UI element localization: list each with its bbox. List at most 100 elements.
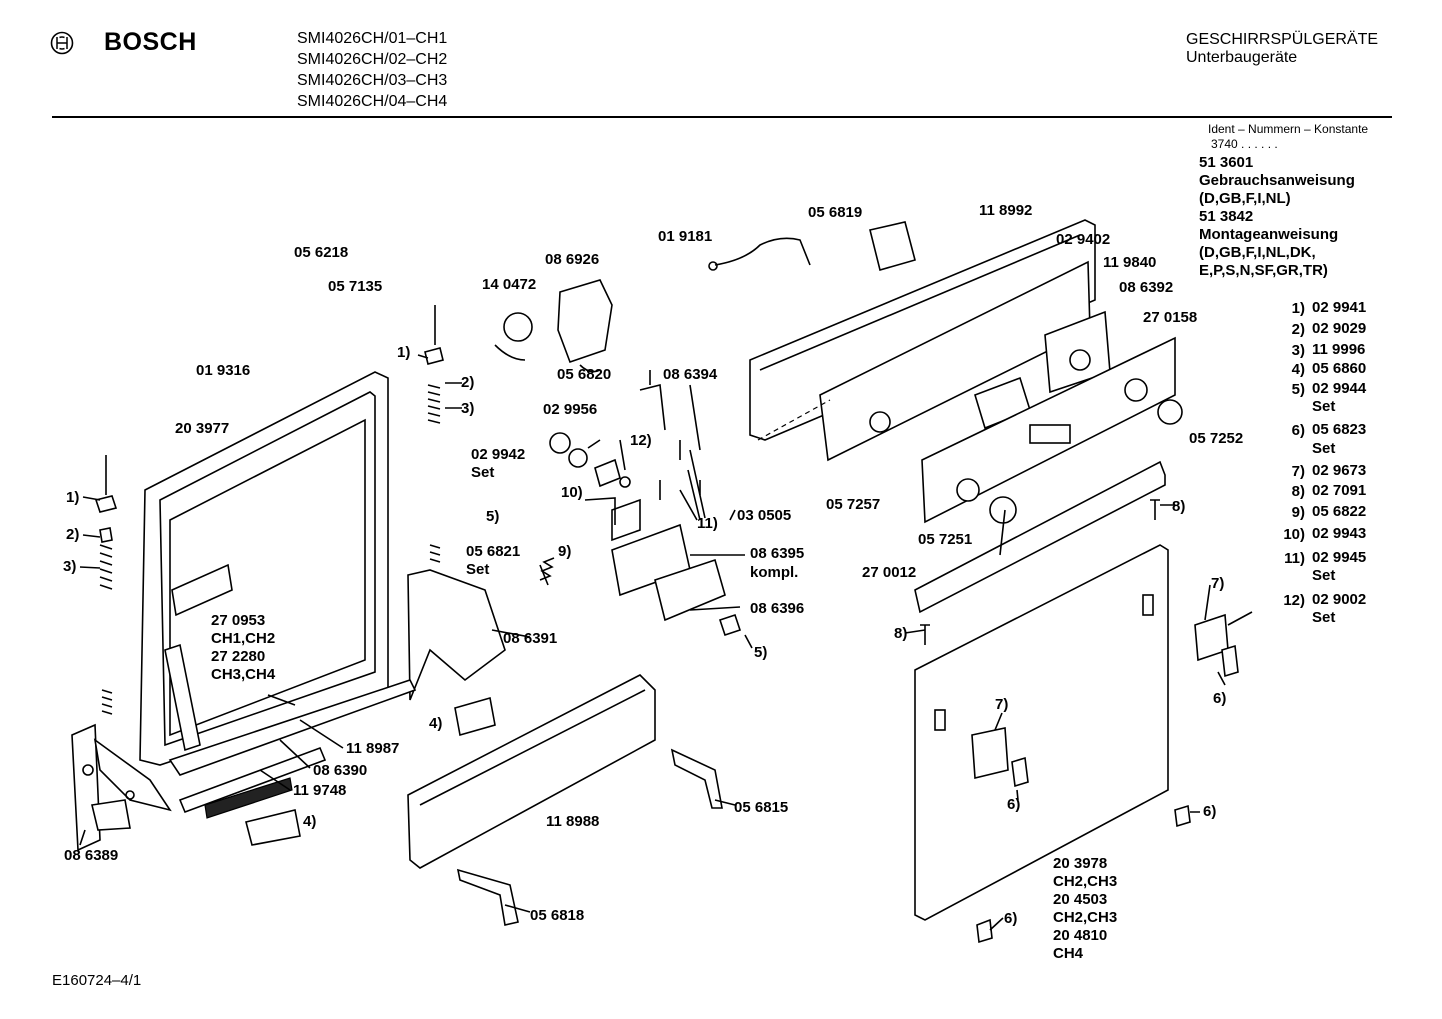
callout: 5) [486,508,500,525]
callout: 20 4810 [1053,927,1108,944]
callout: 20 3978 [1053,855,1108,872]
door-rail [914,460,1166,614]
info-line: 51 3842 [1199,208,1254,225]
callout: 27 0953 [211,612,266,629]
timer-assembly [494,279,613,373]
callout: 1) [66,489,80,506]
ident-heading: Ident – Nummern – Konstante [1208,122,1369,136]
set-number: 5) [1291,381,1305,398]
cable [708,237,811,271]
callout: 08 6394 [663,366,718,383]
callout: 10) [561,484,583,501]
set-number: 1) [1291,300,1305,317]
set-row: 1) 02 9941 [1270,300,1390,320]
model-list: SMI4026CH/01–CH1 SMI4026CH/02–CH2 SMI402… [297,28,447,112]
callout: 08 6926 [545,251,600,268]
kick-panel [407,674,656,869]
callout: 02 9402 [1056,231,1111,248]
callout: 01 9316 [196,362,251,379]
callout: 11 8988 [546,813,600,830]
set-row: 3)11 9996 [1270,342,1390,362]
callout: 08 6390 [313,762,368,779]
callout: 08 6396 [750,600,805,617]
set-row: Set [1270,610,1390,630]
callout: 6) [1004,910,1018,927]
callout: Set [471,464,495,481]
callout: CH4 [1053,945,1084,962]
set-number: 10) [1283,526,1305,543]
callout: 6) [1203,803,1217,820]
callout: 02 9942 [471,446,526,463]
category: GESCHIRRSPÜLGERÄTE Unterbaugeräte [1186,31,1378,67]
set-number: 9) [1291,504,1305,521]
callout: CH2,CH3 [1053,873,1118,890]
model-item: SMI4026CH/01–CH1 [297,30,448,47]
set-row: 11) 02 9945 [1270,550,1390,570]
pins [920,499,1191,944]
set-part: 11 9996 [1312,341,1366,358]
callout: 27 2280 [211,648,266,665]
callout: 1) [397,344,411,361]
hinge-left [71,723,172,852]
callout: 05 6819 [808,204,863,221]
callout: 11 8992 [979,202,1033,219]
drawing-number: E160724–4/1 [52,972,142,989]
info-line: (D,GB,F,I,NL) [1199,190,1291,207]
hinge-spring-left [94,455,118,715]
fascia-panel [921,336,1176,524]
set-part: 05 6822 [1312,503,1367,520]
set-part: 02 9944 [1312,380,1367,397]
set-row: 6)05 6823 [1270,422,1390,442]
callout: 08 6389 [64,847,119,864]
set-row: 8)02 7091 [1270,483,1390,503]
callout: 6) [1007,796,1021,813]
callout: 7) [995,696,1009,713]
callout: 05 6820 [557,366,612,383]
callout: 2) [461,374,475,391]
set-row: 2)02 9029 [1270,321,1390,341]
set-part: 02 9943 [1312,525,1367,542]
set-part: 02 9941 [1312,299,1367,316]
callout: 2) [66,526,80,543]
ident-constant: 3740 . . . . . . [1211,137,1278,151]
callout: 3) [461,400,475,417]
info-line: (D,GB,F,I,NL,DK, [1199,244,1316,261]
callout: 20 4503 [1053,891,1108,908]
callout: 7) [1211,575,1225,592]
model-item: SMI4026CH/02–CH2 [297,51,448,68]
callout: kompl. [750,564,799,581]
category-title: GESCHIRRSPÜLGERÄTE [1186,31,1379,48]
set-row: Set [1270,441,1390,461]
hinge-spring-center [424,305,444,563]
callout: 4) [303,813,317,830]
set-number: 4) [1291,361,1305,378]
callout: 08 6395 [750,545,805,562]
ident-block: Ident – Nummern – Konstante 3740 . . . .… [1208,122,1368,152]
set-number: 7) [1291,463,1305,480]
leader-lines [79,354,1226,931]
callout: 27 0158 [1143,309,1198,326]
callout: 05 7251 [918,531,973,548]
set-row: 10) 02 9943 [1270,526,1390,546]
set-part: 05 6823 [1312,421,1367,438]
callout: 01 9181 [658,228,713,245]
documentation-info: 51 3601 Gebrauchsanweisung (D,GB,F,I,NL)… [1199,154,1355,280]
callout: 05 6821 [466,543,521,560]
set-row: 5) 02 9944 [1270,381,1390,401]
set-number: 8) [1291,483,1305,500]
callout: CH1,CH2 [211,630,276,647]
callout: 03 0505 [737,507,792,524]
callout: 11 9748 [293,782,347,799]
callout: 05 7252 [1189,430,1244,447]
callout: 20 3977 [175,420,230,437]
callout: CH2,CH3 [1053,909,1118,926]
callout: 9) [558,543,572,560]
callout: 11) [697,515,718,532]
info-line: Gebrauchsanweisung [1199,172,1355,189]
brand-name: BOSCH [104,28,197,56]
set-number: 11) [1284,550,1305,567]
set-number: 2) [1291,321,1305,338]
set-part: 02 9945 [1312,549,1367,566]
control-panel-frame [749,219,1096,441]
